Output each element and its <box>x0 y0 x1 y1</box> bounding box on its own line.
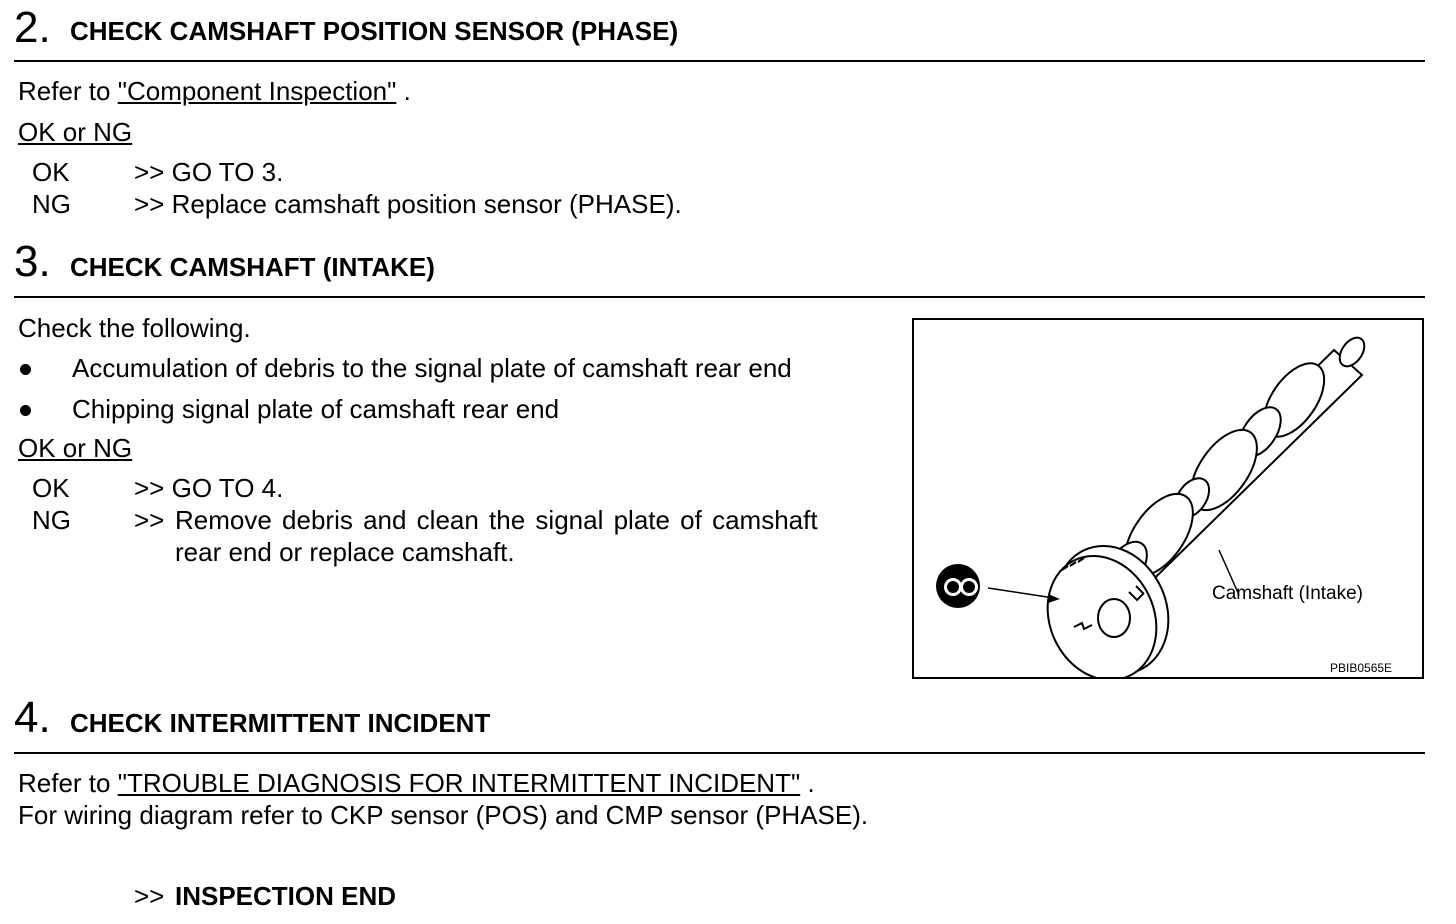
trouble-diagnosis-link[interactable]: "TROUBLE DIAGNOSIS FOR INTERMITTENT INCI… <box>117 768 801 798</box>
step-2-refer-line: Refer to "Component Inspection" . <box>18 76 411 106</box>
step-4-title: CHECK INTERMITTENT INCIDENT <box>70 708 491 738</box>
camshaft-illustration <box>987 336 1366 682</box>
step-2-result-ng-code: NG <box>32 189 71 219</box>
step-2-ok-ng-label: OK or NG <box>18 117 133 147</box>
bullet-dot <box>20 364 31 375</box>
component-inspection-link[interactable]: "Component Inspection" <box>117 76 397 106</box>
step-2-title: CHECK CAMSHAFT POSITION SENSOR (PHASE) <box>70 16 679 46</box>
step-2-result-ok-code: OK <box>32 157 70 187</box>
figure-caption: Camshaft (Intake) <box>1212 583 1363 604</box>
step-3-result-ng-arrow: >> <box>134 505 165 535</box>
step-4-divider <box>14 752 1425 754</box>
step-2-result-ng-action: >> Replace camshaft position sensor (PHA… <box>134 189 682 219</box>
inspection-end-label: INSPECTION END <box>175 881 397 911</box>
step-2-result-ok-action: >> GO TO 3. <box>134 157 284 187</box>
inspection-end-arrow: >> <box>134 881 165 911</box>
refer-prefix: Refer to <box>18 768 111 798</box>
camshaft-figure: Camshaft (Intake) PBIB0565E <box>912 318 1424 682</box>
step-2-divider <box>14 60 1425 62</box>
step-3-result-ng-code: NG <box>32 505 71 535</box>
step-3-result-ok-action: >> GO TO 4. <box>134 473 284 503</box>
step-3-number: 3. <box>14 237 51 286</box>
bullet-dot <box>20 405 31 416</box>
inspect-eyes-icon <box>936 564 980 608</box>
refer-suffix: . <box>403 76 411 106</box>
step-3-result-ng-action-line2: rear end or replace camshaft. <box>175 537 515 567</box>
step-3-intro: Check the following. <box>18 313 251 343</box>
step-3-divider <box>14 296 1425 298</box>
refer-suffix: . <box>807 768 815 798</box>
step-3-result-ok-code: OK <box>32 473 70 503</box>
step-3-bullet-1: Accumulation of debris to the signal pla… <box>72 353 792 383</box>
step-3-result-ng-action-line1: Remove debris and clean the signal plate… <box>175 505 818 535</box>
step-3-title: CHECK CAMSHAFT (INTAKE) <box>70 252 435 282</box>
step-4-wiring-note: For wiring diagram refer to CKP sensor (… <box>18 800 869 830</box>
figure-id: PBIB0565E <box>1330 661 1393 675</box>
step-3-ok-ng-label: OK or NG <box>18 433 133 463</box>
step-3-bullet-2: Chipping signal plate of camshaft rear e… <box>72 394 560 424</box>
step-4-number: 4. <box>14 693 51 742</box>
refer-prefix: Refer to <box>18 76 111 106</box>
step-4-refer-line: Refer to "TROUBLE DIAGNOSIS FOR INTERMIT… <box>18 768 815 798</box>
step-2-number: 2. <box>14 3 51 52</box>
